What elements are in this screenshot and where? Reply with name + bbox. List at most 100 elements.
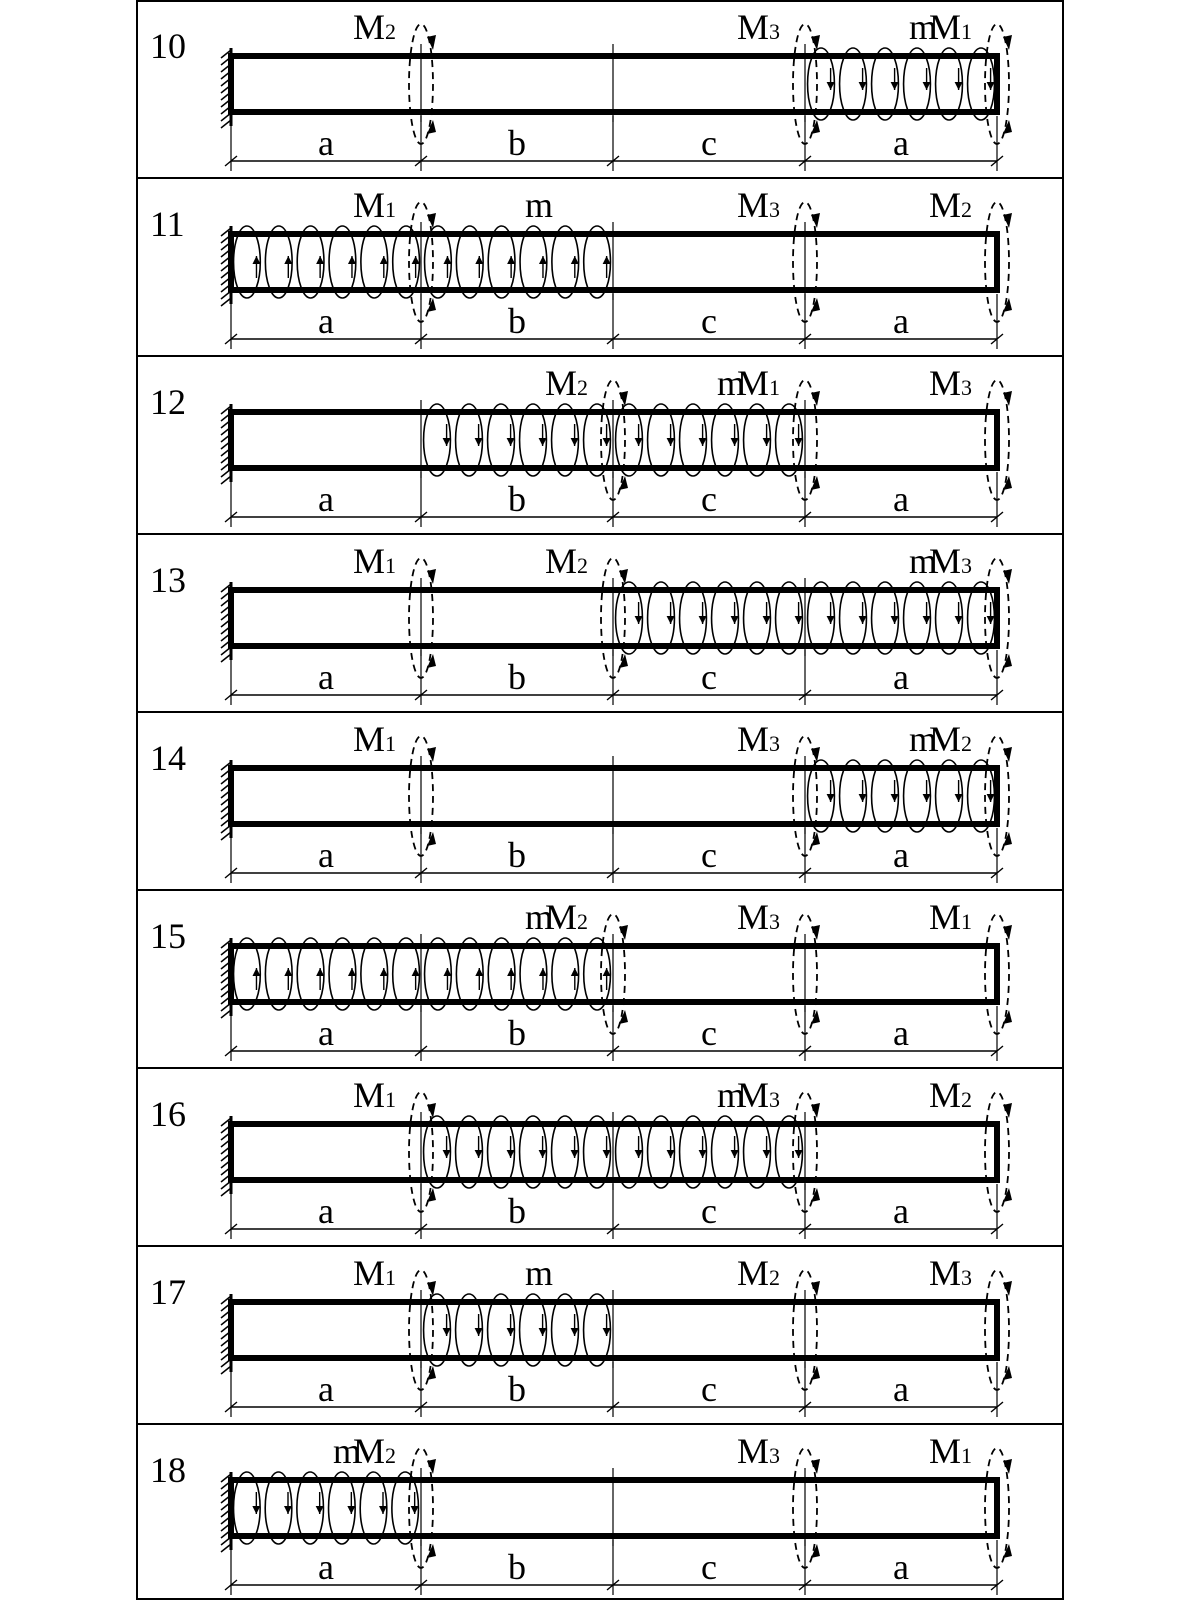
coil-arrow: [826, 82, 835, 90]
torque-coil: [902, 759, 932, 833]
segment-label: a: [318, 1191, 334, 1231]
moment-arrow-top: [1003, 1459, 1012, 1474]
dimension-tick: [798, 1045, 812, 1057]
coil-arrow: [411, 968, 420, 976]
coil-arrow: [602, 968, 611, 976]
torque-coil: [742, 581, 772, 655]
torque-coil: [486, 1293, 516, 1367]
torque-coil: [934, 759, 964, 833]
dimension-tick: [990, 867, 1004, 879]
moment-arrow-top: [811, 1459, 820, 1474]
moment-label-name: M: [929, 1075, 961, 1115]
moment-arrow-bottom: [811, 1010, 820, 1024]
moment-label: M2: [545, 897, 588, 937]
torque-coil: [710, 403, 740, 477]
torque-coil: [550, 1293, 580, 1367]
moment-arrow-bottom: [427, 832, 436, 846]
moment-arrow-top: [811, 1103, 820, 1118]
coil-arrow: [666, 1150, 675, 1158]
moment-label-subscript: 3: [769, 19, 780, 44]
moment-label-subscript: 3: [961, 375, 972, 400]
coil-arrow: [954, 616, 963, 624]
moment-label-name: M: [929, 185, 961, 225]
shaft: [228, 1477, 1000, 1539]
coil-arrow: [602, 1150, 611, 1158]
segment-label: c: [701, 301, 717, 341]
moment-arrow-top: [427, 1459, 436, 1474]
coil-arrow: [474, 438, 483, 446]
segment-label: c: [701, 1191, 717, 1231]
dimension-tick: [798, 689, 812, 701]
dimension-tick: [798, 155, 812, 167]
coil-arrow: [252, 256, 261, 264]
torque-coil: [582, 1293, 612, 1367]
coil-arrow: [538, 438, 547, 446]
coil-arrow: [794, 1150, 803, 1158]
coil-arrow: [347, 1506, 356, 1514]
moment-arrow-top: [619, 569, 628, 584]
segment-label: c: [701, 1547, 717, 1587]
variant-number: 18: [150, 1450, 186, 1490]
moment-label: M1: [353, 541, 396, 581]
shaft: [228, 943, 1000, 1005]
dimension-tick: [990, 1223, 1004, 1235]
torque-coil: [423, 937, 453, 1011]
moment-label: M2: [353, 1431, 396, 1471]
moment-label-name: M: [353, 185, 385, 225]
torque-coil: [934, 581, 964, 655]
moment-label-subscript: 3: [769, 1087, 780, 1112]
moment-arrow-top: [1003, 1103, 1012, 1118]
dimension-tick: [414, 333, 428, 345]
torque-coil: [327, 1471, 356, 1545]
coil-arrow: [762, 438, 771, 446]
torque-coil: [296, 225, 325, 299]
coil-arrow: [410, 1506, 419, 1514]
moment-label-subscript: 1: [385, 1265, 396, 1290]
torque-coil: [391, 1471, 420, 1545]
torque-coil: [422, 1115, 452, 1189]
moment-label: M3: [737, 7, 780, 47]
torque-coil: [232, 225, 262, 299]
moment-arrow-bottom: [811, 476, 820, 490]
moment-label: M2: [737, 1253, 780, 1293]
moment-label-subscript: 2: [961, 1087, 972, 1112]
torque-coil: [487, 937, 516, 1011]
moment-arrow-top: [811, 747, 820, 762]
coil-arrow: [730, 438, 739, 446]
distributed-torque: [614, 581, 996, 655]
moment-label: M2: [545, 541, 588, 581]
moment-arrow-top: [427, 35, 436, 50]
coil-arrow: [442, 1328, 451, 1336]
moment-arrow-top: [427, 213, 436, 228]
coil-arrow: [730, 616, 739, 624]
torque-coil: [806, 581, 836, 655]
segment-label: a: [318, 479, 334, 519]
moment-label-subscript: 2: [769, 1265, 780, 1290]
dimension-tick: [224, 689, 238, 701]
torque-coil: [518, 403, 548, 477]
moment-arrow-bottom: [811, 1544, 820, 1558]
concentrated-moment: M1: [353, 719, 436, 857]
dimension-tick: [798, 333, 812, 345]
torque-coil: [422, 1293, 452, 1367]
segment-label: b: [508, 1547, 526, 1587]
moment-label-name: M: [929, 7, 961, 47]
moment-label: M1: [353, 185, 396, 225]
moment-arrow-bottom: [1003, 1188, 1012, 1202]
dimension-tick: [606, 333, 620, 345]
moment-label-subscript: 1: [769, 375, 780, 400]
moment-label-name: M: [353, 1253, 385, 1293]
coil-arrow: [602, 438, 611, 446]
dimension-tick: [990, 1401, 1004, 1413]
coil-arrow: [890, 794, 899, 802]
coil-arrow: [442, 1150, 451, 1158]
concentrated-moment: M2: [353, 1431, 436, 1569]
torque-coil: [614, 403, 644, 477]
coil-arrow: [666, 438, 675, 446]
coil-arrow: [794, 616, 803, 624]
shaft: [228, 1121, 1000, 1183]
moment-label-name: M: [737, 719, 769, 759]
moment-label: M2: [353, 7, 396, 47]
segment-label: c: [701, 1369, 717, 1409]
